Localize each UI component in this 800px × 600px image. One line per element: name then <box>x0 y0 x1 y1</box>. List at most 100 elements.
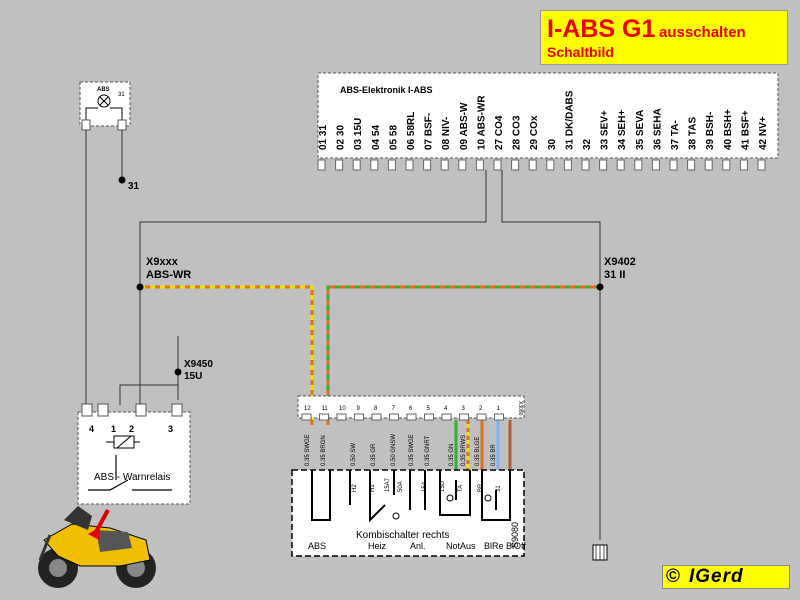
switch-contact-label: 50A <box>398 481 404 492</box>
switch-pin-number: 8 <box>374 406 378 412</box>
x9402-name: X9402 <box>604 256 636 268</box>
abs-pin-terminal <box>757 159 766 171</box>
lamp-pin: 31 <box>118 92 125 98</box>
abs-pin-terminal <box>440 159 449 171</box>
abs-pin-terminal <box>493 159 502 171</box>
node-x9402 <box>596 283 604 291</box>
switch-pin-number: 9 <box>357 406 361 412</box>
abs-pin-label: 10 ABS-WR <box>476 95 487 150</box>
motorcycle-icon <box>38 506 156 588</box>
diagram-subtitle-type: Schaltbild <box>547 44 614 60</box>
relay-pin-4: 4 <box>89 424 94 434</box>
switch-pin-terminal <box>371 413 382 421</box>
abs-pin-terminal <box>405 159 414 171</box>
abs-pin-terminal <box>722 159 731 171</box>
abs-pin-label: 31 DK/DABS <box>564 90 575 150</box>
abs-pin-terminal <box>335 159 344 171</box>
switch-contact-label: 15A7 <box>385 477 391 492</box>
abs-pin-terminal <box>423 159 432 171</box>
abs-pin-label: 30 <box>547 138 558 150</box>
switch-pin-number: 11 <box>322 406 329 412</box>
switch-pin-terminal <box>441 413 452 421</box>
plain-wires <box>85 130 601 540</box>
abs-pin-terminal <box>458 159 467 171</box>
abs-pin-label: 09 ABS-W <box>459 102 470 150</box>
switch-function-label: Heiz <box>368 541 387 551</box>
abs-pin-terminal <box>528 159 537 171</box>
switch-contact-label: 31 <box>496 485 502 492</box>
switch-pin-terminal <box>389 413 399 421</box>
abs-pin-label: 04 54 <box>371 125 382 150</box>
switch-contact-label: TA <box>458 485 464 492</box>
switch-contact-label: 15A <box>422 481 428 492</box>
abs-pin-terminal <box>581 159 590 171</box>
switch-pin-terminal <box>494 413 504 421</box>
abs-pin-label: 38 TAS <box>688 117 699 150</box>
switch-wire-label: 0.35 BRWS <box>461 435 467 466</box>
switch-wire-label: 0.50 SW <box>351 443 357 466</box>
abs-pin-label: 42 NV+ <box>758 116 769 150</box>
arrow-icon <box>88 509 110 540</box>
abs-pin-label: 40 BSH+ <box>723 109 734 150</box>
switch-contacts <box>311 470 511 523</box>
switch-pin-terminal <box>301 413 312 421</box>
copyright-badge: © IGerd <box>662 565 790 589</box>
abs-pin-terminal <box>704 159 713 171</box>
relay-label: ABS - Warnrelais <box>94 472 170 483</box>
abs-pin-terminal <box>687 159 696 171</box>
switch-part-no: S9080 <box>510 522 520 548</box>
abs-pin-terminal <box>317 159 326 171</box>
switch-pin-terminal <box>406 413 417 421</box>
abs-pin-label: 08 NIV- <box>441 117 452 150</box>
switch-wire-label: 0.35 BR <box>491 444 497 466</box>
abs-pin-label: 34 SEH+ <box>617 110 628 150</box>
abs-pin-terminal <box>651 159 660 171</box>
abs-pin-label: 02 30 <box>336 125 347 150</box>
switch-function-label: NotAus <box>446 541 476 551</box>
switch-wire-label: 0.35 BRGN <box>321 435 327 466</box>
switch-contact-label: 15U <box>440 481 446 492</box>
relay-pin-1: 1 <box>111 424 116 434</box>
abs-pin-label: 39 BSH- <box>705 112 716 150</box>
copyright-author: IGerd <box>689 566 744 587</box>
node-x9xxx <box>136 283 144 291</box>
switch-contact-label: BR <box>478 483 484 492</box>
ground-31-node <box>118 176 126 184</box>
abs-pin-terminal <box>546 159 555 171</box>
diagram-subtitle-action: ausschalten <box>659 24 746 41</box>
lamp-icon <box>97 94 111 108</box>
abs-pin-terminal <box>739 159 748 171</box>
abs-pin-label: 41 BSF+ <box>740 110 751 150</box>
x9450-signal: 15U <box>184 371 202 382</box>
abs-pin-terminal <box>599 159 608 171</box>
node-x9450 <box>174 368 182 376</box>
relay-pin-2: 2 <box>129 424 134 434</box>
switch-wire-label: 0.35 SWGE <box>305 434 311 466</box>
switch-pin-number: 5 <box>427 406 431 412</box>
abs-pin-label: 28 CO3 <box>512 115 523 150</box>
abs-pin-label: 07 BSF- <box>424 113 435 150</box>
switch-pin-terminal <box>336 413 347 421</box>
switch-wire-label: 0.35 GR <box>371 443 377 466</box>
abs-pin-label: 29 COx <box>529 115 540 150</box>
switch-pin-number: 2 <box>479 406 483 412</box>
switch-pin-number: 6 <box>409 406 413 412</box>
abs-pin-terminal <box>669 159 678 171</box>
switch-pin-number: 12 <box>304 406 311 412</box>
x9402-signal: 31 II <box>604 269 625 281</box>
switch-pin-number: 1 <box>497 406 501 412</box>
switch-pin-terminal <box>319 413 329 421</box>
abs-pin-terminal <box>511 159 520 171</box>
lamp-label: ABS <box>97 87 110 93</box>
abs-pin-terminal <box>352 159 361 171</box>
title-box: I-ABS G1 ausschalten Schaltbild <box>540 10 788 65</box>
switch-pin-terminal <box>476 413 487 421</box>
switch-wire-label: 0.35 SWGE <box>409 434 415 466</box>
abs-pin-terminal <box>370 159 379 171</box>
